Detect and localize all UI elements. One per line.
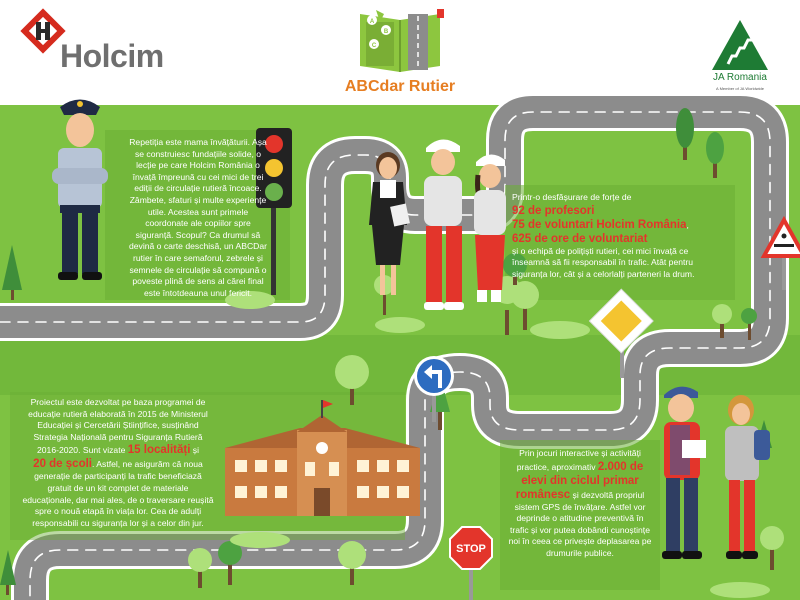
project-period: 2016-2020. Sunt vizate <box>36 445 126 456</box>
intro-line: poveste plină de sens al cărei final <box>132 276 264 287</box>
stat-localities: 15 localități <box>127 444 191 457</box>
intro-line: Zâmbete, sfaturi și multe experiențe <box>129 194 267 205</box>
students-line: sistem GPS de învățare. Astfel vor <box>514 501 646 512</box>
students-text: Prin jocuri interactive și activități pr… <box>500 448 660 560</box>
stat-students: 2.000 de <box>597 460 644 473</box>
project-line: Strategia Națională pentru Siguranța Rut… <box>33 431 203 442</box>
intro-line: este întotdeauna unul fericit. <box>144 287 252 298</box>
stats-line: și o echipă de polițiști rutieri, cei mi… <box>512 245 689 256</box>
boy-student <box>662 386 706 559</box>
intro-line: rutier în care semaforul, zebrele și <box>133 252 263 263</box>
bush <box>710 582 770 598</box>
stats-text: Printr-o desfășurare de forțe de 92 de p… <box>512 192 734 280</box>
students-line: drumurile publice. <box>546 547 614 558</box>
ja-romania-logo <box>712 20 768 70</box>
stat-volunteers: 75 de voluntari Holcim România <box>512 218 687 231</box>
bush <box>225 291 275 309</box>
stat-teachers: 92 de profesori <box>512 204 595 217</box>
students-line4-tail: și dezvoltă propriul <box>570 489 645 500</box>
bush <box>375 317 425 333</box>
abcdar-book-logo: A B C <box>360 9 444 72</box>
tree <box>741 308 757 340</box>
tree <box>218 541 242 585</box>
turn-left-sign <box>414 356 454 422</box>
project-line: generație de participanți la trafic bene… <box>34 471 202 482</box>
traffic-light <box>256 128 292 295</box>
intro-line: Repetiția este mama învățăturii. Așa <box>129 137 267 147</box>
traffic-light-green <box>265 183 283 201</box>
project-line: educație rutieră elaborată în 2015 de Mi… <box>28 408 208 419</box>
stat-schools: 20 de școli <box>33 458 92 471</box>
intro-line: lecție pe care Holcim România o <box>136 160 260 171</box>
stop-sign: STOP <box>449 526 493 600</box>
bush <box>530 321 590 339</box>
stats-line: înseamnă să fii responsabil în trafic. A… <box>512 257 694 268</box>
students-panel <box>500 440 660 590</box>
priority-road-sign <box>588 288 654 378</box>
holcim-brand: Holcim <box>60 38 164 74</box>
ja-tagline: A Member of JA Worldwide <box>716 86 764 91</box>
intro-line: semnele de circulație să compună o <box>129 264 267 275</box>
tree <box>0 550 16 595</box>
intro-line: învață împreună cu cei mici de trei <box>132 171 264 182</box>
holcim-logo <box>20 8 66 54</box>
project-and: și <box>192 445 200 456</box>
students-line2: practice, aproximativ <box>516 461 596 472</box>
stats-panel <box>505 185 735 300</box>
students-line: Prin jocuri interactive și activități <box>519 448 641 458</box>
pedestrian-crossing-sign <box>760 215 800 290</box>
project-text: Proiectul este dezvoltat pe baza program… <box>12 397 224 529</box>
volunteer-figure <box>424 139 464 310</box>
students-line4-hl: românesc <box>515 488 571 501</box>
project-line: spre o nouă etapă în viața lor. Cea de a… <box>34 506 202 517</box>
book-letter-c: C <box>372 43 377 49</box>
girl-student <box>725 395 770 559</box>
tree <box>503 253 527 285</box>
school-building <box>225 400 420 516</box>
tree <box>2 245 22 300</box>
project-line: gratuit de un kit complet de materiale <box>47 482 189 493</box>
students-line: deprinde o atitudine preventivă în <box>516 513 644 524</box>
tree <box>338 541 366 585</box>
book-letter-b: B <box>384 29 389 35</box>
project-line: educaționale, dar mai ales, de o travers… <box>22 494 214 505</box>
stats-line: siguranța lor, cât și a celorlalți parte… <box>512 268 695 279</box>
tree <box>760 526 784 570</box>
intro-line: devină o carte deschisă, un ABCDar <box>128 241 268 252</box>
students-line: trafic și vor putea dobândi cunoștințe <box>510 524 650 535</box>
project-line: Educației și Cercetării Științifice, sus… <box>37 420 199 431</box>
intro-line: coordonate ale copiilor spre <box>145 218 251 229</box>
stop-sign-label: STOP <box>456 543 486 555</box>
students-line: noi în ceea ce privește deplasarea pe <box>508 536 652 547</box>
tree <box>706 132 724 178</box>
intro-line: ediții de circulație rutieră încoace. <box>134 183 262 194</box>
teacher-figure <box>369 152 410 295</box>
bush <box>230 532 290 548</box>
intro-line: se construiesc fundațiile solide, o <box>134 148 262 159</box>
intro-line: utile. Acestea sunt primele <box>147 206 249 217</box>
tree <box>188 548 212 588</box>
book-letter-a: A <box>370 19 375 25</box>
volunteer-figure <box>474 154 506 302</box>
stat-hours: 625 de ore de voluntariat <box>512 232 648 245</box>
intro-text: Repetiția este mama învățăturii. Așa se … <box>107 137 289 299</box>
project-tail-first: . Astfel, ne asigurăm că noua <box>91 459 203 470</box>
page-title: ABCdar Rutier <box>344 78 456 95</box>
tree <box>335 355 369 405</box>
tree <box>676 108 694 160</box>
stats-lead: Printr-o desfășurare de forțe de <box>512 192 632 202</box>
police-officer <box>52 99 108 280</box>
stat-volunteers-tail: , <box>686 219 689 230</box>
ja-brand: JA Romania <box>713 72 767 83</box>
traffic-light-yellow <box>265 159 283 177</box>
project-line: Proiectul este dezvoltat pe baza program… <box>30 397 206 407</box>
project-line: responsabili cu siguranța lor și a celor… <box>32 517 204 528</box>
traffic-light-red <box>265 135 283 153</box>
students-line3: elevi din ciclul primar <box>521 474 639 487</box>
tree <box>712 304 732 338</box>
intro-line: siguranță. Scopul? Ca drumul să <box>135 229 261 240</box>
